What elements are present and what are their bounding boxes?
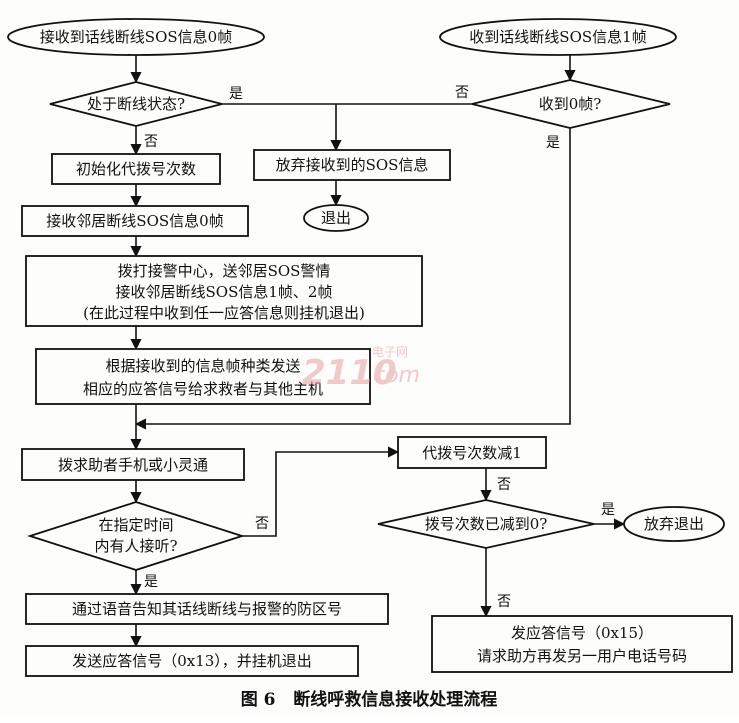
nodes — [7, 18, 733, 677]
node-dec-answer-shape — [27, 501, 245, 571]
node-init-label: 初始化代拨号次数 — [76, 160, 196, 178]
label-count-no: 否 — [497, 477, 511, 493]
node-dec-answer-line1: 在指定时间 — [98, 516, 173, 534]
watermark-digits: 2110 — [302, 353, 397, 393]
node-dec-state-shape — [49, 81, 223, 127]
label-recv0-yes: 是 — [546, 135, 560, 151]
node-send-response-shape — [35, 348, 371, 405]
label-zero-no: 否 — [497, 594, 511, 610]
node-send-ack13-label: 发送应答信号（0x13），并挂机退出 — [72, 652, 312, 670]
node-call-center-shape — [25, 255, 423, 327]
watermark-domain: .com — [366, 363, 420, 388]
node-exit1-shape — [303, 204, 369, 232]
node-init-shape — [51, 153, 221, 185]
edge-recv0-yes — [134, 128, 571, 430]
node-dec-zero-shape — [377, 499, 595, 549]
node-dial-helper-label: 拨求助者手机或小灵通 — [58, 456, 208, 474]
node-voice-notify-label: 通过语音告知其话线断线与报警的防区号 — [72, 600, 342, 618]
node-dec-recv0-shape — [471, 79, 671, 129]
node-voice-notify-shape — [25, 593, 389, 625]
edge-labels: 是 否 否 是 否 是 否 是 否 — [144, 85, 615, 610]
node-send-ack15-shape — [431, 615, 733, 673]
node-send-response-line2: 相应的应答信号给求救者与其他主机 — [83, 380, 323, 398]
label-state-yes: 是 — [229, 86, 243, 102]
figure-caption: 图 6 断线呼救信息接收处理流程 — [241, 689, 498, 710]
watermark-brand: 电子网 — [372, 345, 408, 359]
node-send-ack13-shape — [25, 645, 359, 677]
label-zero-yes: 是 — [601, 502, 615, 518]
node-recv-neighbor-label: 接收邻居断线SOS信息0帧 — [46, 212, 223, 230]
node-dec-count-shape — [397, 436, 547, 469]
node-discard-label: 放弃接收到的SOS信息 — [276, 156, 429, 174]
node-dial-helper-shape — [21, 448, 245, 481]
node-dec-state-label: 处于断线状态? — [87, 95, 185, 113]
node-send-ack15-line2: 请求助方再发另一用户电话号码 — [477, 647, 687, 665]
node-call-center-line1: 拨打接警中心，送邻居SOS警情 — [118, 262, 331, 280]
node-dec-count-label: 代拨号次数减1 — [422, 444, 522, 462]
node-dec-zero-label: 拨号次数已减到0? — [425, 515, 548, 533]
node-start0-shape — [7, 18, 265, 56]
node-labels: 接收到话线断线SOS信息0帧 收到话线断线SOS信息1帧 处于断线状态? 收到0… — [40, 28, 704, 670]
node-give-up-shape — [623, 506, 725, 542]
node-dec-answer-line2: 内有人接听? — [94, 537, 177, 555]
node-dec-recv0-label: 收到0帧? — [539, 95, 602, 113]
node-start0-label: 接收到话线断线SOS信息0帧 — [40, 28, 232, 46]
label-answer-yes: 是 — [144, 574, 158, 590]
node-send-response-line1: 根据接收到的信息帧种类发送 — [105, 357, 300, 375]
node-discard-shape — [253, 149, 451, 181]
node-recv-neighbor-shape — [21, 205, 249, 237]
edge-answer-no — [242, 446, 400, 537]
node-start1-label: 收到话线断线SOS信息1帧 — [469, 28, 646, 46]
node-give-up-label: 放弃退出 — [644, 515, 704, 533]
label-state-no: 否 — [144, 134, 158, 150]
node-exit1-label: 退出 — [321, 209, 351, 227]
watermark: 2110 电子网 .com — [302, 345, 420, 393]
label-answer-no: 否 — [255, 516, 269, 532]
node-send-ack15-line1: 发应答信号（0x15） — [511, 624, 653, 642]
label-recv0-no: 否 — [455, 85, 469, 101]
connectors — [130, 55, 626, 648]
node-call-center-line2: 接收邻居断线SOS信息1帧、2帧 — [116, 283, 333, 301]
node-call-center-line3: (在此过程中收到任一应答信息则挂机退出) — [83, 304, 365, 322]
node-start1-shape — [439, 18, 677, 56]
